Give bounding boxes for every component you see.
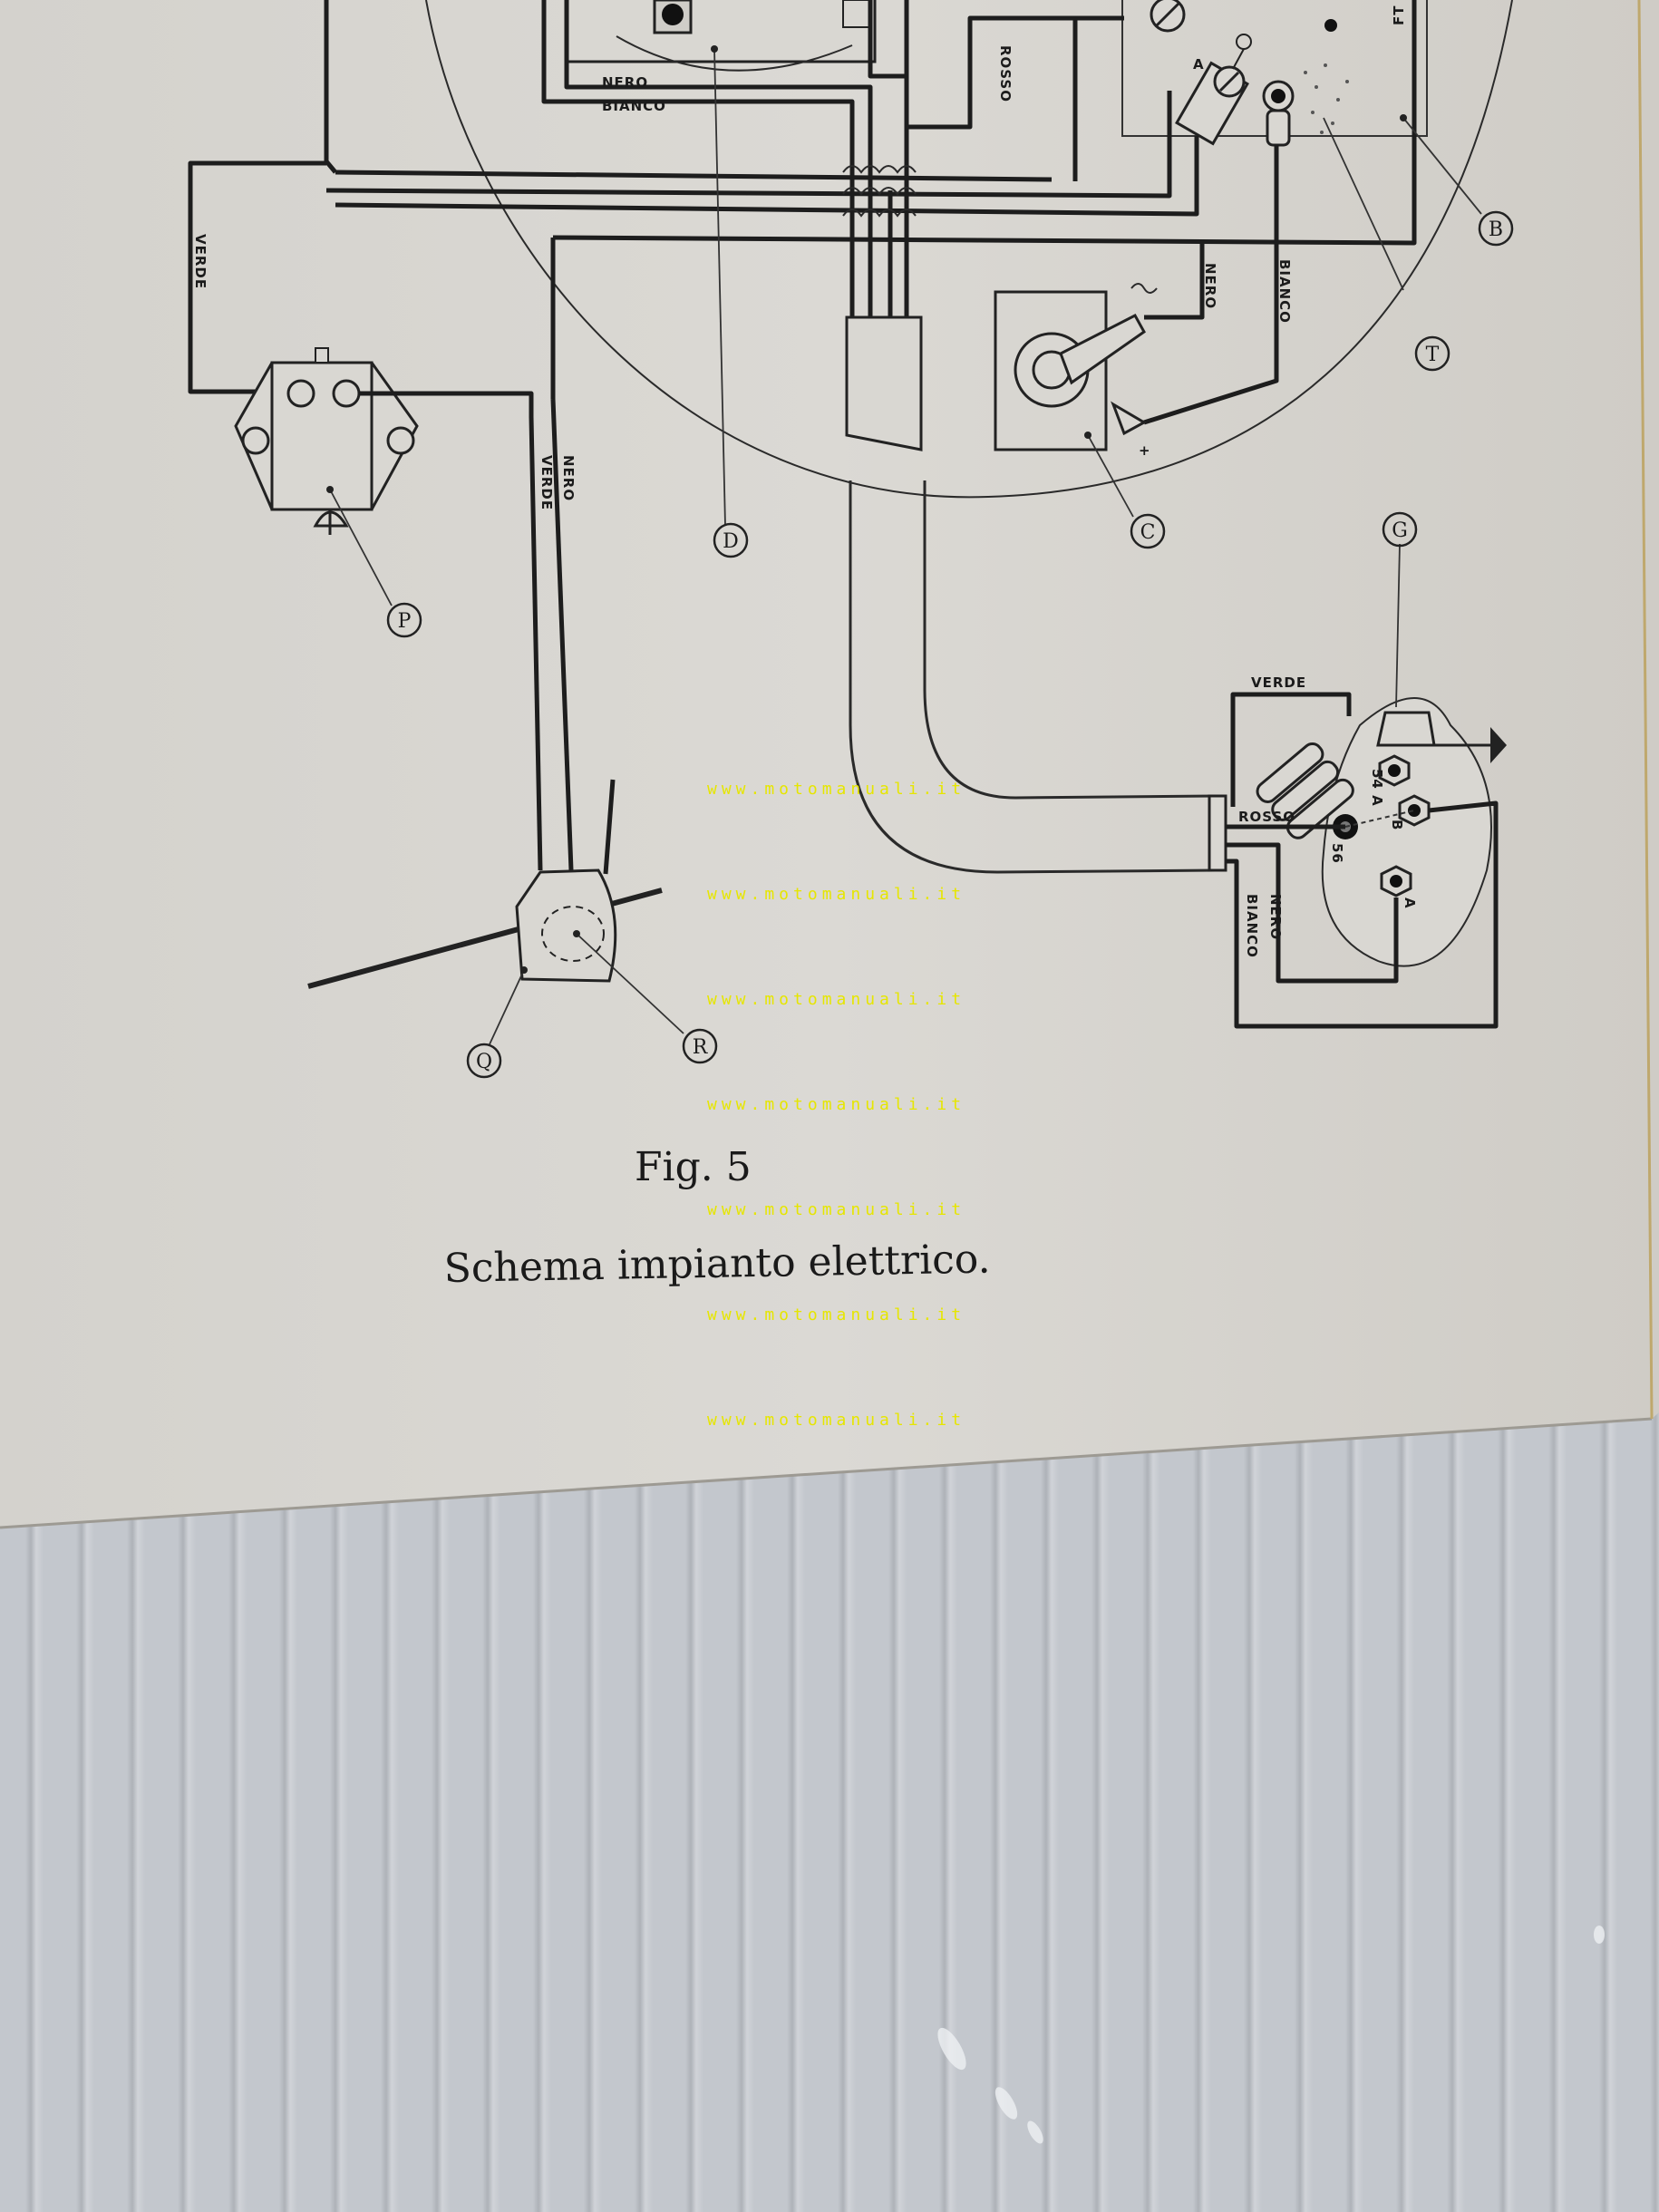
wire-label-bianco-regulator: BIANCO: [1244, 894, 1260, 958]
wire-label-verde-regulator: VERDE: [1251, 674, 1306, 691]
connector-block: [845, 315, 923, 451]
watermark-4: www.motomanuali.it: [707, 1095, 965, 1114]
tail-lamp-assembly: [307, 779, 663, 989]
figure-number: Fig. 5: [635, 1144, 752, 1190]
paper-edge: [0, 1417, 1653, 1529]
wire-label-nero-right: NERO: [1202, 263, 1218, 309]
switch-a: [1175, 34, 1252, 146]
callout-g: G: [1382, 511, 1418, 548]
regulator-g: [1256, 697, 1507, 967]
callout-d: D: [713, 522, 749, 558]
svg-text:Q: Q: [476, 1051, 492, 1073]
svg-text:B: B: [1489, 218, 1503, 241]
wire-label-nero-vertical: NERO: [560, 455, 577, 501]
upper-left-component: [565, 0, 877, 63]
callout-t: T: [1414, 335, 1450, 372]
terminal-56-label: 56: [1329, 843, 1345, 864]
upper-left-terminal-dot: [662, 4, 684, 25]
watermark-6: www.motomanuali.it: [707, 1305, 965, 1324]
wire-label-rosso-top: ROSSO: [997, 45, 1014, 102]
svg-text:C: C: [1140, 521, 1156, 544]
headlamp-outline: [425, 0, 1513, 499]
paper-sheet: [0, 0, 1659, 1528]
regulator-wiring: [1226, 692, 1499, 1029]
connector-plug: [1262, 80, 1295, 147]
leader-lines: [329, 48, 1482, 1045]
callout-q: Q: [466, 1043, 502, 1079]
stipple-area: [1304, 63, 1349, 134]
terminal-b-label: B: [1389, 820, 1405, 830]
callout-p: P: [386, 602, 422, 638]
upper-right-pin: [1324, 19, 1337, 32]
terminal-a-label: A: [1402, 897, 1418, 909]
wire-label-verde-vertical: VERDE: [538, 455, 555, 510]
wire-label-bianco-top: BIANCO: [602, 98, 666, 114]
upper-right-screw-slot: [1155, 2, 1180, 27]
callout-r: R: [682, 1028, 718, 1064]
wire-label-bianco-right: BIANCO: [1276, 259, 1293, 324]
board-dents: [937, 1926, 1605, 2144]
upper-wiring: [188, 0, 1417, 425]
switch-a-label: A: [1193, 56, 1205, 73]
watermark-2: www.motomanuali.it: [707, 885, 965, 904]
svg-text:P: P: [398, 610, 412, 633]
paper-right-edge: [1637, 0, 1654, 1420]
ignition-switch-c: [994, 283, 1158, 451]
watermark-1: www.motomanuali.it: [707, 780, 965, 799]
main-conduit: [849, 480, 1227, 874]
svg-text:D: D: [723, 530, 739, 553]
wire-label-nero-regulator: NERO: [1267, 894, 1284, 940]
bulb-holder-arc: [616, 35, 853, 72]
tail-cable: [529, 398, 574, 871]
svg-text:T: T: [1426, 344, 1440, 366]
ft-label: FT: [1391, 5, 1407, 25]
figure-title: Schema impianto elettrico.: [443, 1236, 991, 1292]
watermark-7: www.motomanuali.it: [707, 1411, 965, 1430]
callout-c: C: [1130, 513, 1166, 549]
watermark-3: www.motomanuali.it: [707, 990, 965, 1009]
wire-label-rosso-regulator: ROSSO: [1238, 809, 1295, 825]
leader-dots: [326, 45, 1407, 974]
wire-label-verde-left: VERDE: [192, 234, 209, 289]
terminal-plus-label: +: [1139, 442, 1151, 459]
terminal-54a-label: 54 A: [1369, 769, 1385, 807]
wire-label-nero-top: NERO: [602, 74, 648, 91]
horn-p: [234, 347, 419, 535]
callout-b: B: [1478, 210, 1514, 247]
horn-wire: [359, 391, 534, 417]
watermark-5: www.motomanuali.it: [707, 1200, 965, 1219]
svg-text:R: R: [693, 1036, 709, 1059]
svg-text:G: G: [1392, 519, 1408, 542]
